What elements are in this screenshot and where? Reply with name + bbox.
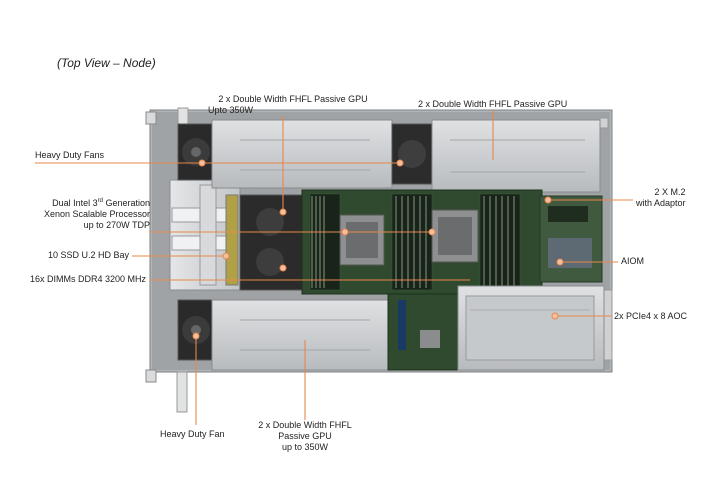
label-heavy-duty-fan: Heavy Duty Fan bbox=[160, 429, 225, 439]
label-pcie-aoc: 2x PCIe4 x 8 AOC bbox=[614, 311, 688, 321]
label-cpu-line1: Dual Intel 3rd Generation bbox=[20, 196, 150, 209]
ssd-drive-bay bbox=[169, 179, 241, 291]
label-cpu-line3: up to 270W TDP bbox=[83, 220, 150, 230]
m2-aiom-area bbox=[539, 195, 603, 283]
label-gpu-top-right: 2 x Double Width FHFL Passive GPU bbox=[418, 99, 568, 109]
label-gpu-top-left-line2: Upto 350W bbox=[208, 105, 254, 115]
label-heavy-duty-fans: Heavy Duty Fans bbox=[35, 150, 105, 160]
label-gpu-bottom-line3: up to 350W bbox=[281, 442, 329, 452]
label-m2-line2: with Adaptor bbox=[636, 198, 686, 208]
callout-dot-fan-top-left bbox=[198, 159, 206, 167]
callout-dot-gpu-top-left bbox=[279, 208, 287, 216]
label-gpu-bottom: 2 x Double Width FHFL Passive GPU up to … bbox=[240, 420, 370, 453]
fan-center bbox=[239, 123, 433, 291]
label-ssd-bay: 10 SSD U.2 HD Bay bbox=[48, 250, 130, 260]
label-cpu-line1a: Dual Intel 3 bbox=[52, 198, 98, 208]
callout-dot-fan-center bbox=[279, 264, 287, 272]
callout-dot-fan-bottom bbox=[192, 332, 200, 340]
label-m2-line1: 2 X M.2 bbox=[654, 187, 686, 197]
label-cpu-line2: Xenon Scalable Processor bbox=[43, 209, 150, 219]
label-cpu-superscript: rd bbox=[97, 198, 103, 204]
fan-top-left bbox=[177, 123, 215, 181]
callout-dot-aiom bbox=[556, 258, 564, 266]
callout-dot-cpu-right bbox=[428, 228, 436, 236]
label-cpu-line1b: Generation bbox=[102, 198, 150, 208]
label-gpu-bottom-line1: 2 x Double Width FHFL bbox=[258, 420, 352, 430]
label-cpu: Dual Intel 3rd Generation Xenon Scalable… bbox=[20, 196, 150, 231]
callout-dot-pcie bbox=[551, 312, 559, 320]
callout-dots bbox=[192, 159, 564, 340]
label-m2: 2 X M.2 with Adaptor bbox=[636, 187, 686, 209]
label-aiom: AIOM bbox=[621, 256, 645, 266]
callout-dot-ssd bbox=[222, 252, 230, 260]
view-title: (Top View – Node) bbox=[57, 56, 156, 70]
callout-dot-fan-top-center bbox=[396, 159, 404, 167]
label-gpu-bottom-line2: Passive GPU bbox=[278, 431, 332, 441]
motherboard bbox=[301, 189, 543, 295]
riser-area bbox=[387, 293, 459, 371]
callout-dot-m2 bbox=[544, 196, 552, 204]
pcie-aoc-bay bbox=[457, 285, 605, 371]
gpu-shroud-top-left bbox=[211, 119, 393, 189]
label-gpu-top-left-line1: 2 x Double Width FHFL Passive GPU bbox=[218, 94, 368, 104]
label-gpu-top-left: 2 x Double Width FHFL Passive GPU Upto 3… bbox=[208, 94, 378, 116]
gpu-shroud-top-right bbox=[431, 119, 601, 193]
gpu-shroud-bottom bbox=[211, 299, 389, 371]
label-dimms: 16x DIMMs DDR4 3200 MHz bbox=[30, 274, 147, 284]
callout-dot-cpu-left bbox=[341, 228, 349, 236]
callout-lines bbox=[35, 110, 633, 425]
